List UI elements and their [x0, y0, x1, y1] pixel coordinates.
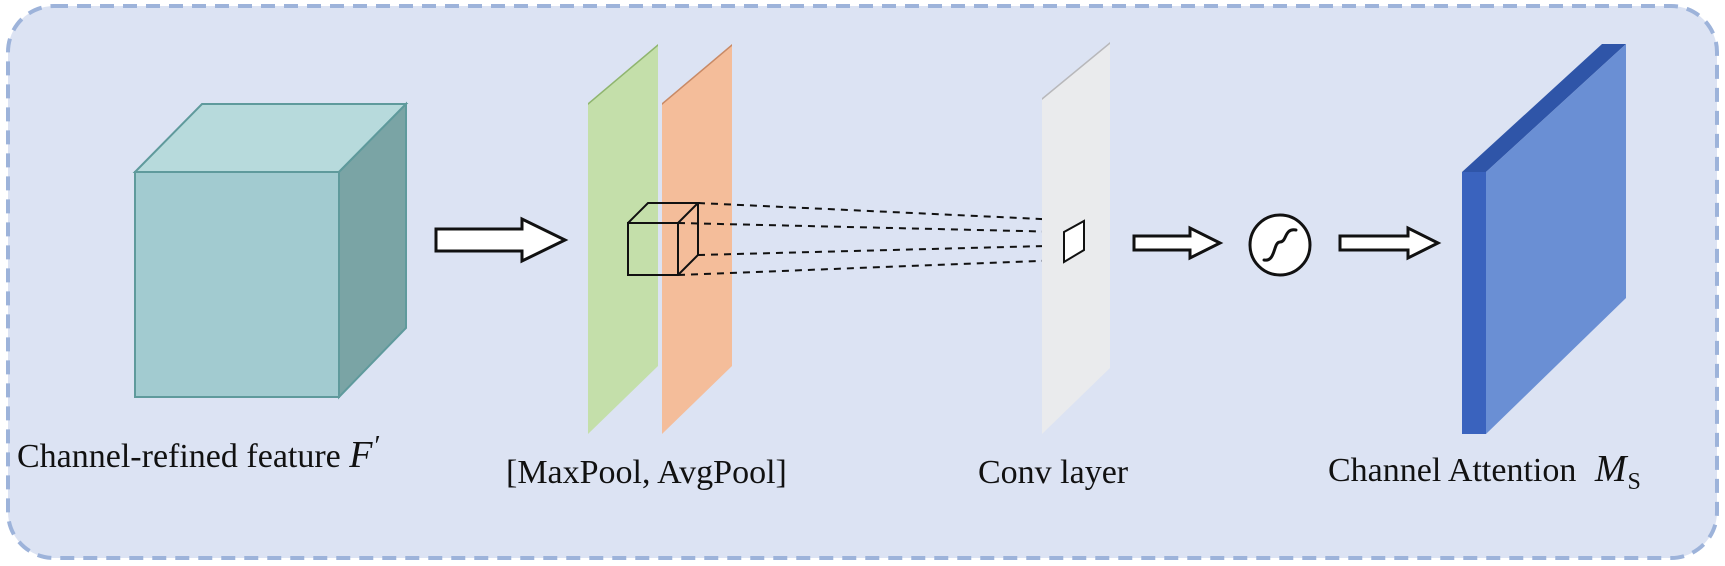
channel-attention-label: Channel Attention MS	[1328, 448, 1641, 494]
channel-attention-subscript: S	[1627, 469, 1641, 495]
input-feature-symbol: F	[349, 434, 373, 476]
channel-attention-symbol: M	[1594, 448, 1627, 490]
pool-label: [MaxPool, AvgPool]	[506, 454, 787, 491]
maxpool-plane-face	[588, 46, 658, 434]
input-feature-text: Channel-refined feature	[17, 438, 341, 475]
cube-front-face	[134, 171, 340, 398]
right-arrow-icon	[434, 216, 569, 264]
input-feature-label: Channel-refined feature F′	[17, 433, 381, 476]
right-arrow-icon	[1338, 225, 1442, 261]
background-panel	[6, 4, 1719, 560]
input-feature-cube	[132, 101, 409, 400]
attention-slab-top	[1462, 44, 1626, 172]
input-feature-prime: ′	[374, 431, 381, 462]
channel-attention-text: Channel Attention	[1328, 452, 1577, 489]
attention-slab-front	[1486, 44, 1626, 434]
conv-output-patch	[1063, 219, 1085, 264]
attention-slab-edge	[1462, 172, 1486, 434]
sigmoid-icon	[1248, 213, 1312, 277]
right-arrow-icon	[1132, 225, 1224, 261]
maxpool-plane	[588, 44, 658, 434]
channel-attention-slab	[1462, 44, 1626, 434]
conv-layer-label: Conv layer	[978, 454, 1129, 491]
